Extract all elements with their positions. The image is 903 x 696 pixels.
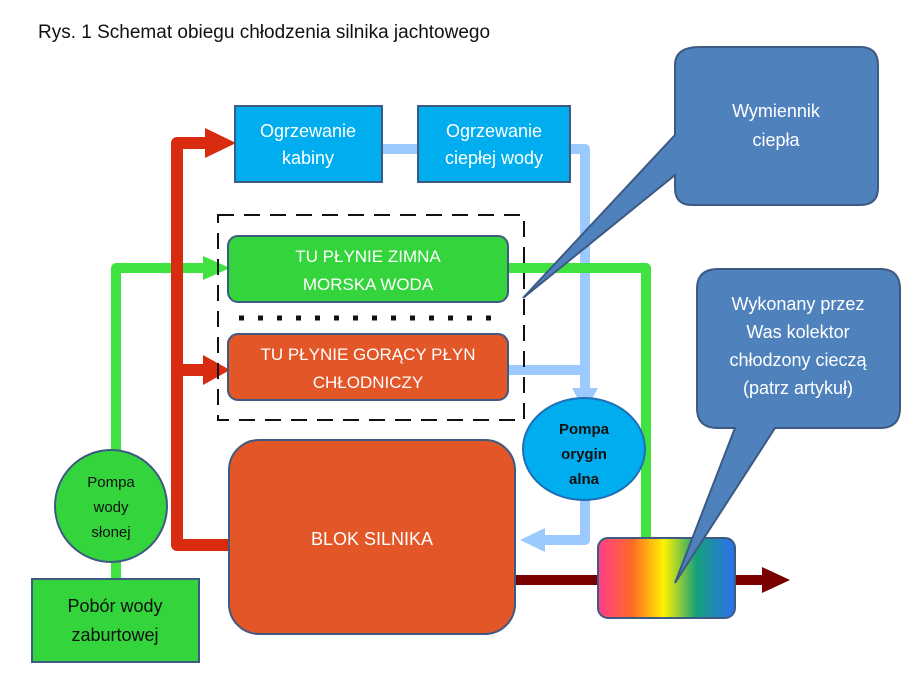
heat-exchanger-frame	[217, 214, 525, 421]
exhaust-arrow	[762, 567, 790, 593]
callout-heat-exchanger-line1: Wymiennik	[732, 101, 821, 121]
original-pump[interactable]: Pompa orygin alna	[522, 397, 646, 501]
callout-heat-exchanger-line2: ciepła	[752, 130, 800, 150]
callout-heat-exchanger: Wymiennik ciepła	[522, 46, 879, 299]
callout-manifold-line3: chłodzony cieczą	[729, 350, 867, 370]
callout-manifold-line4: (patrz artykuł)	[743, 378, 853, 398]
cold-sea-water-line1: TU PŁYNIE ZIMNA	[295, 247, 441, 266]
callout-manifold: Wykonany przez Was kolektor chłodzony ci…	[674, 268, 901, 584]
arrow-into-cold-box	[203, 256, 230, 280]
original-pump-line2: orygin	[561, 446, 607, 463]
original-pump-line1: Pompa	[559, 421, 610, 438]
sea-water-pump[interactable]: Pompa wody słonej	[54, 449, 168, 563]
engine-block-label: BLOK SILNIKA	[311, 529, 433, 549]
sea-water-intake-line2: zaburtowej	[71, 625, 158, 645]
callout-manifold-line1: Wykonany przez	[732, 294, 865, 314]
hot-coolant-line2: CHŁODNICZY	[313, 373, 424, 392]
cabin-heating-box[interactable]: Ogrzewanie kabiny	[234, 105, 383, 183]
cold-sea-water-box[interactable]: TU PŁYNIE ZIMNA MORSKA WODA	[227, 235, 509, 303]
sea-water-pump-line1: Pompa	[87, 474, 135, 491]
sea-water-pump-line2: wody	[92, 499, 129, 516]
cold-sea-water-line2: MORSKA WODA	[303, 275, 434, 294]
water-heating-line2: ciepłej wody	[445, 148, 543, 168]
sea-water-pump-line3: słonej	[91, 524, 130, 541]
arrow-into-hot-box	[203, 355, 230, 385]
cabin-heating-line1: Ogrzewanie	[260, 121, 356, 141]
cooled-manifold[interactable]	[597, 537, 736, 619]
hot-coolant-box[interactable]: TU PŁYNIE GORĄCY PŁYN CHŁODNICZY	[227, 333, 509, 401]
diagram-title: Rys. 1 Schemat obiegu chłodzenia silnika…	[38, 22, 491, 43]
arrow-into-engine	[520, 528, 545, 552]
water-heating-box[interactable]: Ogrzewanie ciepłej wody	[417, 105, 571, 183]
return-line-to-engine	[545, 485, 590, 545]
sea-water-intake-line1: Pobór wody	[67, 596, 162, 616]
arrow-into-cabin-heating	[205, 128, 236, 158]
hot-coolant-line1: TU PŁYNIE GORĄCY PŁYN	[260, 345, 475, 364]
cabin-heating-line2: kabiny	[282, 148, 334, 168]
hot-coolant-lines	[171, 128, 236, 551]
original-pump-line3: alna	[569, 471, 600, 488]
sea-water-intake-box[interactable]: Pobór wody zaburtowej	[31, 578, 200, 663]
engine-block[interactable]: BLOK SILNIKA	[228, 439, 516, 635]
water-heating-line1: Ogrzewanie	[446, 121, 542, 141]
hot-line-main	[171, 137, 230, 551]
callout-manifold-line2: Was kolektor	[746, 322, 849, 342]
